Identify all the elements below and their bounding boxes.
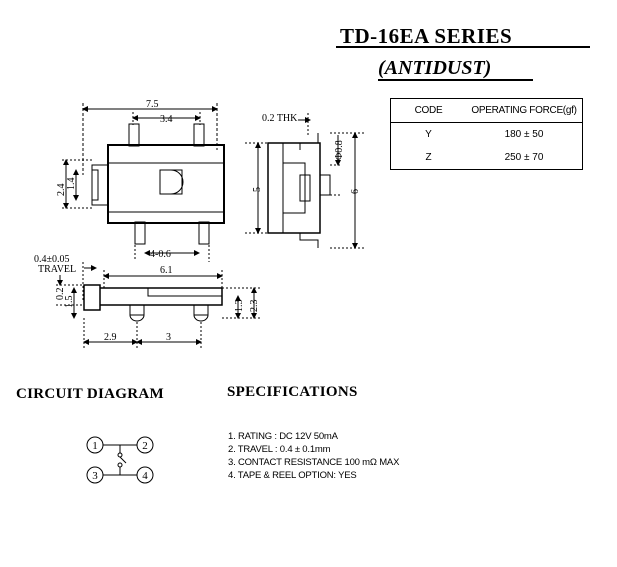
dim-bottom-gap: 4-0.6 — [150, 249, 171, 260]
dim-width-total: 7.5 — [146, 99, 159, 110]
page-subtitle: (ANTIDUST) — [378, 57, 492, 79]
subtitle-underline — [378, 79, 533, 81]
terminal-1: 1 — [92, 440, 98, 452]
side-view — [245, 113, 365, 249]
dim-left-h1: 2.4 — [56, 184, 67, 197]
dim-length: 6.1 — [160, 265, 173, 276]
dim-bottom-b: 3 — [166, 332, 171, 343]
terminal-4: 4 — [142, 470, 148, 482]
dim-side-b: 1.5 — [64, 296, 75, 309]
terminal-2: 2 — [142, 440, 148, 452]
dim-travel-label: TRAVEL — [38, 264, 76, 275]
force-cell: 180 ± 50 — [504, 129, 544, 140]
front-view — [56, 262, 262, 348]
dim-travel-value: 0.4±0.05 — [34, 254, 70, 265]
dim-thickness: 0.2 THK — [262, 113, 298, 124]
table-row: Y 180 ± 50 — [391, 123, 583, 147]
dim-height-total: 6 — [350, 189, 361, 194]
specifications-heading: SPECIFICATIONS — [227, 384, 358, 400]
dim-left-h2: 1.4 — [66, 178, 77, 191]
top-view — [62, 103, 225, 262]
title-underline — [336, 46, 590, 48]
page-title: TD-16EA SERIES — [340, 24, 513, 48]
terminal-3: 3 — [92, 470, 98, 482]
force-header: OPERATING FORCE(gf) — [466, 98, 583, 123]
specifications-list: 1. RATING : DC 12V 50mA 2. TRAVEL : 0.4 … — [228, 430, 488, 482]
dim-pin-dia: Φ0.8 — [334, 140, 345, 160]
code-cell: Y — [425, 129, 432, 140]
dim-side-c: 1.3 — [234, 300, 245, 313]
dim-bottom-a: 2.9 — [104, 332, 117, 343]
spec-item: 1. RATING : DC 12V 50mA — [228, 431, 338, 442]
code-cell: Z — [425, 152, 432, 163]
table-row: Z 250 ± 70 — [391, 146, 583, 170]
spec-item: 2. TRAVEL : 0.4 ± 0.1mm — [228, 444, 331, 455]
spec-item: 4. TAPE & REEL OPTION: YES — [228, 470, 357, 481]
dim-terminal-pitch: 3.4 — [160, 114, 173, 125]
dim-side-a: 0.2 — [55, 288, 66, 301]
table-header-row: CODE OPERATING FORCE(gf) — [390, 98, 583, 123]
circuit-diagram-heading: CIRCUIT DIAGRAM — [16, 386, 164, 402]
force-cell: 250 ± 70 — [504, 152, 544, 163]
dim-side-d: 2.3 — [249, 300, 260, 313]
code-header: CODE — [390, 98, 466, 123]
spec-item: 3. CONTACT RESISTANCE 100 mΩ MAX — [228, 457, 400, 468]
operating-force-table: CODE OPERATING FORCE(gf) Y 180 ± 50 Z 25… — [390, 98, 583, 170]
circuit-diagram — [86, 436, 154, 484]
dim-height-body: 5 — [252, 187, 263, 192]
